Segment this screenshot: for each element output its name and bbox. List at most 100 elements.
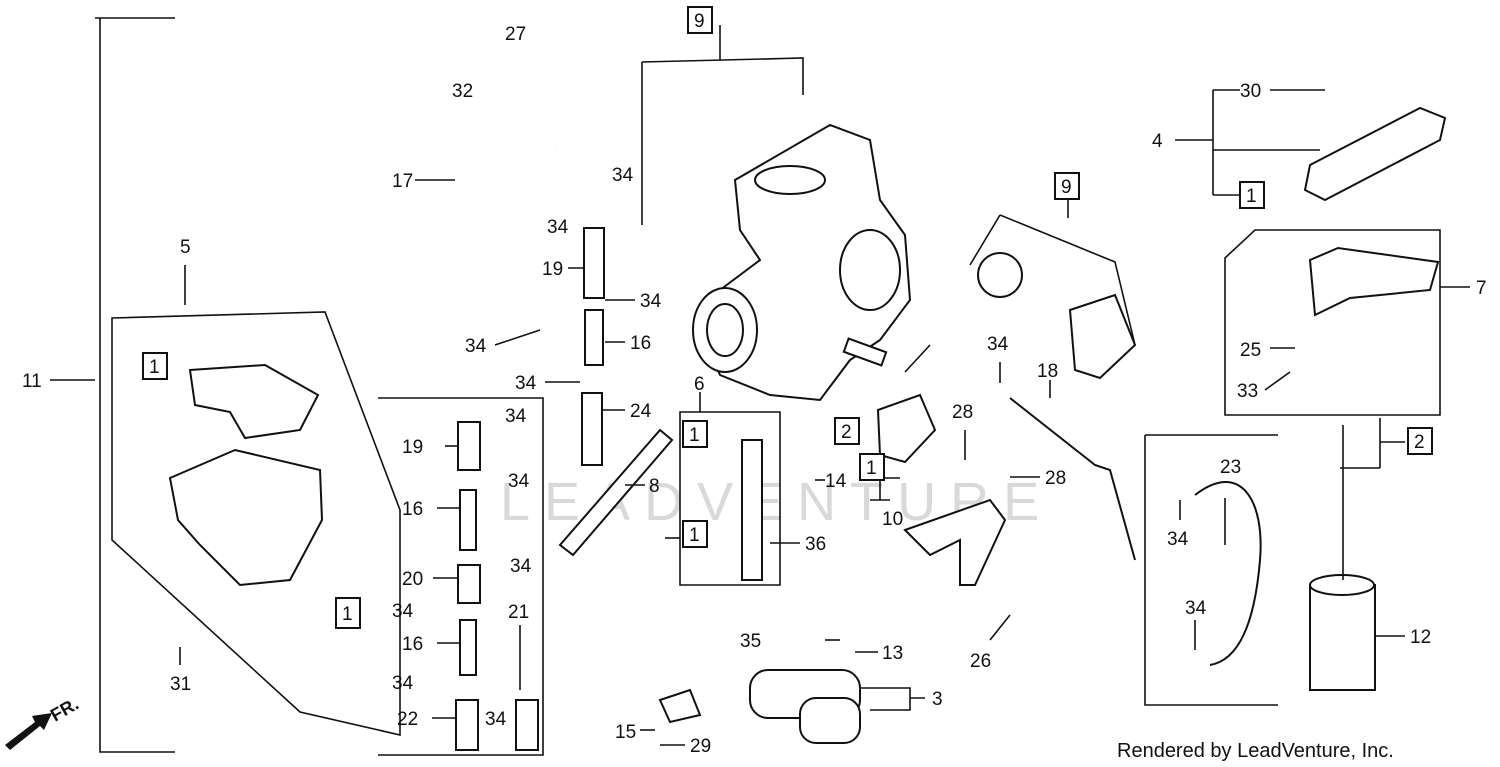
region-9-top (641, 57, 804, 225)
label-16-low: 16 (402, 634, 423, 655)
label-9-top: 9 (694, 11, 705, 32)
label-34-e: 34 (515, 373, 537, 394)
label-34-n: 34 (1185, 598, 1207, 619)
label-10: 10 (882, 509, 903, 530)
label-25: 25 (1240, 340, 1261, 361)
label-24: 24 (630, 401, 652, 422)
front-arrow-icon (5, 713, 52, 750)
label-19-left: 19 (402, 437, 423, 458)
hose-18 (1009, 397, 1136, 561)
front-label: FR. (47, 694, 82, 726)
label-34-h: 34 (510, 556, 532, 577)
label-14: 14 (825, 471, 847, 492)
label-1-gasket: 1 (149, 357, 160, 378)
label-16-mid: 16 (402, 499, 423, 520)
label-11: 11 (22, 371, 42, 392)
label-31: 31 (170, 674, 191, 695)
tube-24 (581, 392, 603, 466)
float-chamber (168, 448, 324, 587)
label-5: 5 (180, 237, 191, 258)
region-hoses (378, 397, 544, 756)
top-cover (1303, 106, 1447, 202)
part-labels: 1 1 1 1 1 1 2 2 3 4 5 6 7 8 9 9 10 11 12… (22, 11, 1487, 757)
tube-21 (515, 699, 539, 751)
label-8: 8 (649, 476, 660, 497)
label-2-needle: 2 (1414, 432, 1425, 453)
needle-jet (741, 439, 763, 581)
bracket-10 (903, 498, 1007, 586)
sleeve-12 (1309, 584, 1376, 691)
float-2 (799, 697, 861, 744)
label-1-plate: 1 (866, 458, 877, 479)
bracket-11 (95, 17, 175, 753)
label-2-screw: 2 (841, 422, 852, 443)
label-35: 35 (740, 631, 761, 652)
label-15: 15 (615, 722, 636, 743)
label-12: 12 (1410, 627, 1431, 648)
label-34-a: 34 (612, 165, 634, 186)
carburetor-body (692, 123, 912, 402)
label-18: 18 (1037, 361, 1058, 382)
label-34-j: 34 (392, 673, 414, 694)
label-1-chamber: 1 (342, 604, 353, 625)
label-34-i: 34 (392, 601, 414, 622)
label-16-top: 16 (630, 333, 651, 354)
label-1-plug: 1 (689, 525, 700, 546)
label-34-k: 34 (485, 709, 507, 730)
label-34-l: 34 (987, 334, 1009, 355)
label-7: 7 (1476, 278, 1487, 299)
label-17: 17 (392, 171, 413, 192)
label-34-g: 34 (508, 471, 530, 492)
label-34-b: 34 (547, 217, 569, 238)
tee-16-top (584, 309, 604, 366)
label-27: 27 (505, 24, 526, 45)
front-direction-marker: FR. (5, 694, 82, 750)
float-chamber-gasket (188, 363, 320, 440)
spring-8 (558, 428, 674, 557)
label-1-jet: 1 (689, 425, 700, 446)
tube-22 (455, 699, 479, 751)
credit-text: Rendered by LeadVenture, Inc. (1117, 740, 1394, 762)
label-9-right: 9 (1061, 177, 1072, 198)
label-23: 23 (1220, 457, 1241, 478)
region-7 (1224, 229, 1441, 416)
hose-17 (457, 116, 556, 319)
label-30: 30 (1240, 81, 1261, 102)
label-26: 26 (970, 651, 991, 672)
tee-16-low (459, 619, 477, 676)
label-28-right: 28 (1045, 468, 1066, 489)
label-1-cover: 1 (1246, 186, 1257, 207)
label-32: 32 (452, 81, 473, 102)
label-19-top: 19 (542, 259, 563, 280)
valve-15 (658, 688, 702, 724)
label-28-top: 28 (952, 402, 973, 423)
hose-23 (1194, 481, 1262, 666)
label-4: 4 (1152, 131, 1163, 152)
tube-19-left (457, 421, 481, 471)
cover-plate (876, 393, 937, 464)
region-23 (1144, 434, 1278, 706)
label-3: 3 (932, 689, 943, 710)
tube-20 (457, 564, 481, 604)
region-9-right (904, 214, 1136, 373)
label-6: 6 (694, 374, 705, 395)
label-34-m: 34 (1167, 529, 1189, 550)
box-frames (142, 6, 1433, 629)
tube-19-top (583, 227, 605, 299)
label-34-c: 34 (640, 291, 662, 312)
label-21: 21 (508, 602, 529, 623)
leader-lines (50, 25, 1470, 746)
throttle-linkage (1308, 246, 1440, 317)
label-29: 29 (690, 736, 711, 757)
label-22: 22 (397, 709, 418, 730)
throttle-cam (1068, 293, 1137, 380)
region-6 (679, 411, 781, 586)
label-33: 33 (1237, 381, 1258, 402)
label-34-d: 34 (465, 336, 487, 357)
region-5 (111, 311, 401, 737)
label-20: 20 (402, 569, 423, 590)
label-34-f: 34 (505, 406, 527, 427)
label-13: 13 (882, 643, 903, 664)
tee-16-mid (459, 489, 477, 551)
